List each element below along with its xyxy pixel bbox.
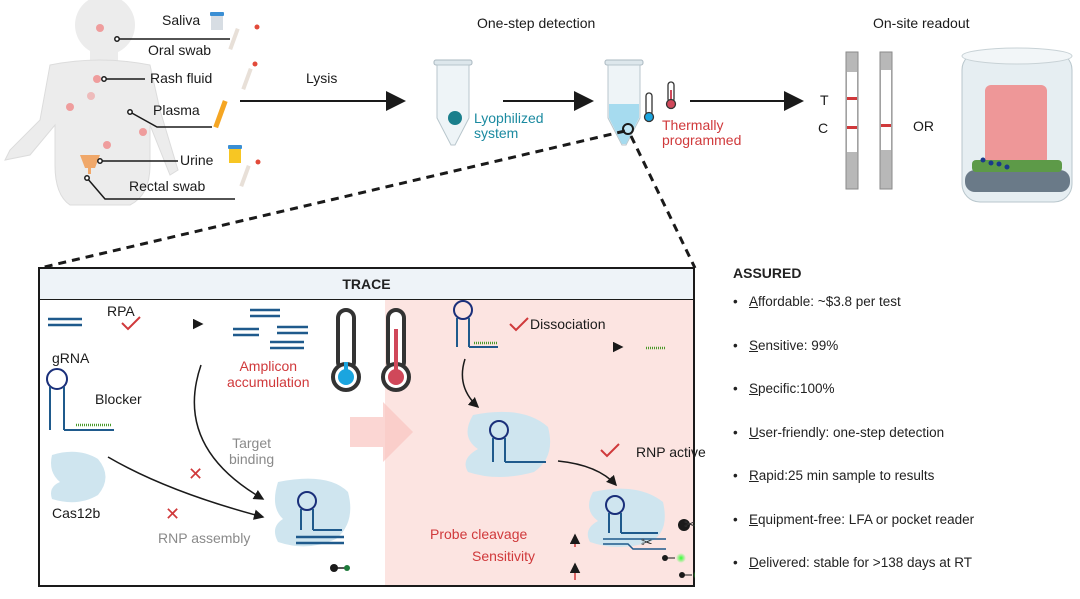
assured-item-equipment-free: Equipment-free: LFA or pocket reader (733, 512, 974, 556)
sample-label-rash-fluid: Rash fluid (150, 70, 213, 86)
trace-title: TRACE (40, 269, 693, 300)
probe-cleavage-label: Probe cleavage (430, 526, 528, 542)
sample-label-plasma: Plasma (153, 102, 200, 118)
grna-label: gRNA (52, 350, 90, 366)
assured-item-user-friendly: User-friendly: one-step detection (733, 425, 974, 469)
dissociation-label: Dissociation (530, 316, 606, 332)
amplicon-icon (233, 308, 308, 350)
zoom-dashed-line (39, 129, 626, 270)
check-icon-rpa (121, 316, 141, 331)
tube-reaction-icon (604, 59, 677, 146)
rnp-assembly-label: RNP assembly (158, 530, 251, 546)
thermometer-cold-icon (331, 308, 361, 392)
assured-item-sensitive: Sensitive: 99% (733, 338, 974, 382)
assured-item-specific: Specific:100% (733, 381, 974, 425)
scissors-icon-2: ✂ (684, 516, 695, 532)
lfa-strip-positive (845, 51, 859, 190)
human-body-icon (4, 0, 179, 206)
trace-panel: TRACE ✕ ✕ (38, 267, 706, 587)
assured-title: ASSURED (733, 265, 802, 281)
rpa-label: RPA (107, 303, 135, 319)
grna-blocker-icon (46, 368, 114, 431)
sample-containers (210, 12, 261, 188)
assured-item-delivered: Delivered: stable for >138 days at RT (733, 555, 974, 599)
cas12b-icon (51, 451, 106, 503)
blocker-label: Blocker (95, 391, 142, 407)
sample-label-urine: Urine (180, 152, 214, 168)
check-icon-dissociation (509, 317, 529, 332)
sample-label-rectal-swab: Rectal swab (129, 178, 206, 194)
or-label: OR (913, 118, 934, 134)
assured-item-affordable: Affordable: ~$3.8 per test (733, 294, 974, 338)
tube-lyophilized-icon (433, 59, 473, 146)
cross-icon-2: ✕ (165, 504, 180, 524)
strip-c-label: C (818, 120, 829, 136)
thermometer-hot-icon (381, 308, 411, 392)
fluorescent-probe (676, 553, 686, 563)
lysis-label: Lysis (306, 70, 338, 86)
scissors-icon-1: ✂ (641, 534, 653, 550)
rnp-active-label: RNP active (636, 444, 706, 460)
phase-arrow (350, 402, 413, 462)
sensitivity-label: Sensitivity (472, 548, 536, 564)
cas12b-label: Cas12b (52, 505, 101, 521)
readout-title: On-site readout (873, 15, 970, 31)
strip-t-label: T (820, 92, 829, 108)
pocket-reader-icon (961, 47, 1073, 203)
sample-label-saliva: Saliva (162, 12, 201, 28)
check-icon-rnp-active (600, 443, 620, 458)
rnp-active-icon (465, 411, 551, 477)
trace-graphics: ✕ ✕ (46, 300, 695, 580)
assured-item-rapid: Rapid:25 min sample to results (733, 468, 974, 512)
cross-icon-1: ✕ (188, 464, 203, 484)
sample-label-oral-swab: Oral swab (148, 42, 212, 58)
lfa-strip-negative (879, 51, 893, 190)
one-step-title: One-step detection (477, 15, 596, 31)
assured-list: Affordable: ~$3.8 per test Sensitive: 99… (733, 294, 974, 599)
